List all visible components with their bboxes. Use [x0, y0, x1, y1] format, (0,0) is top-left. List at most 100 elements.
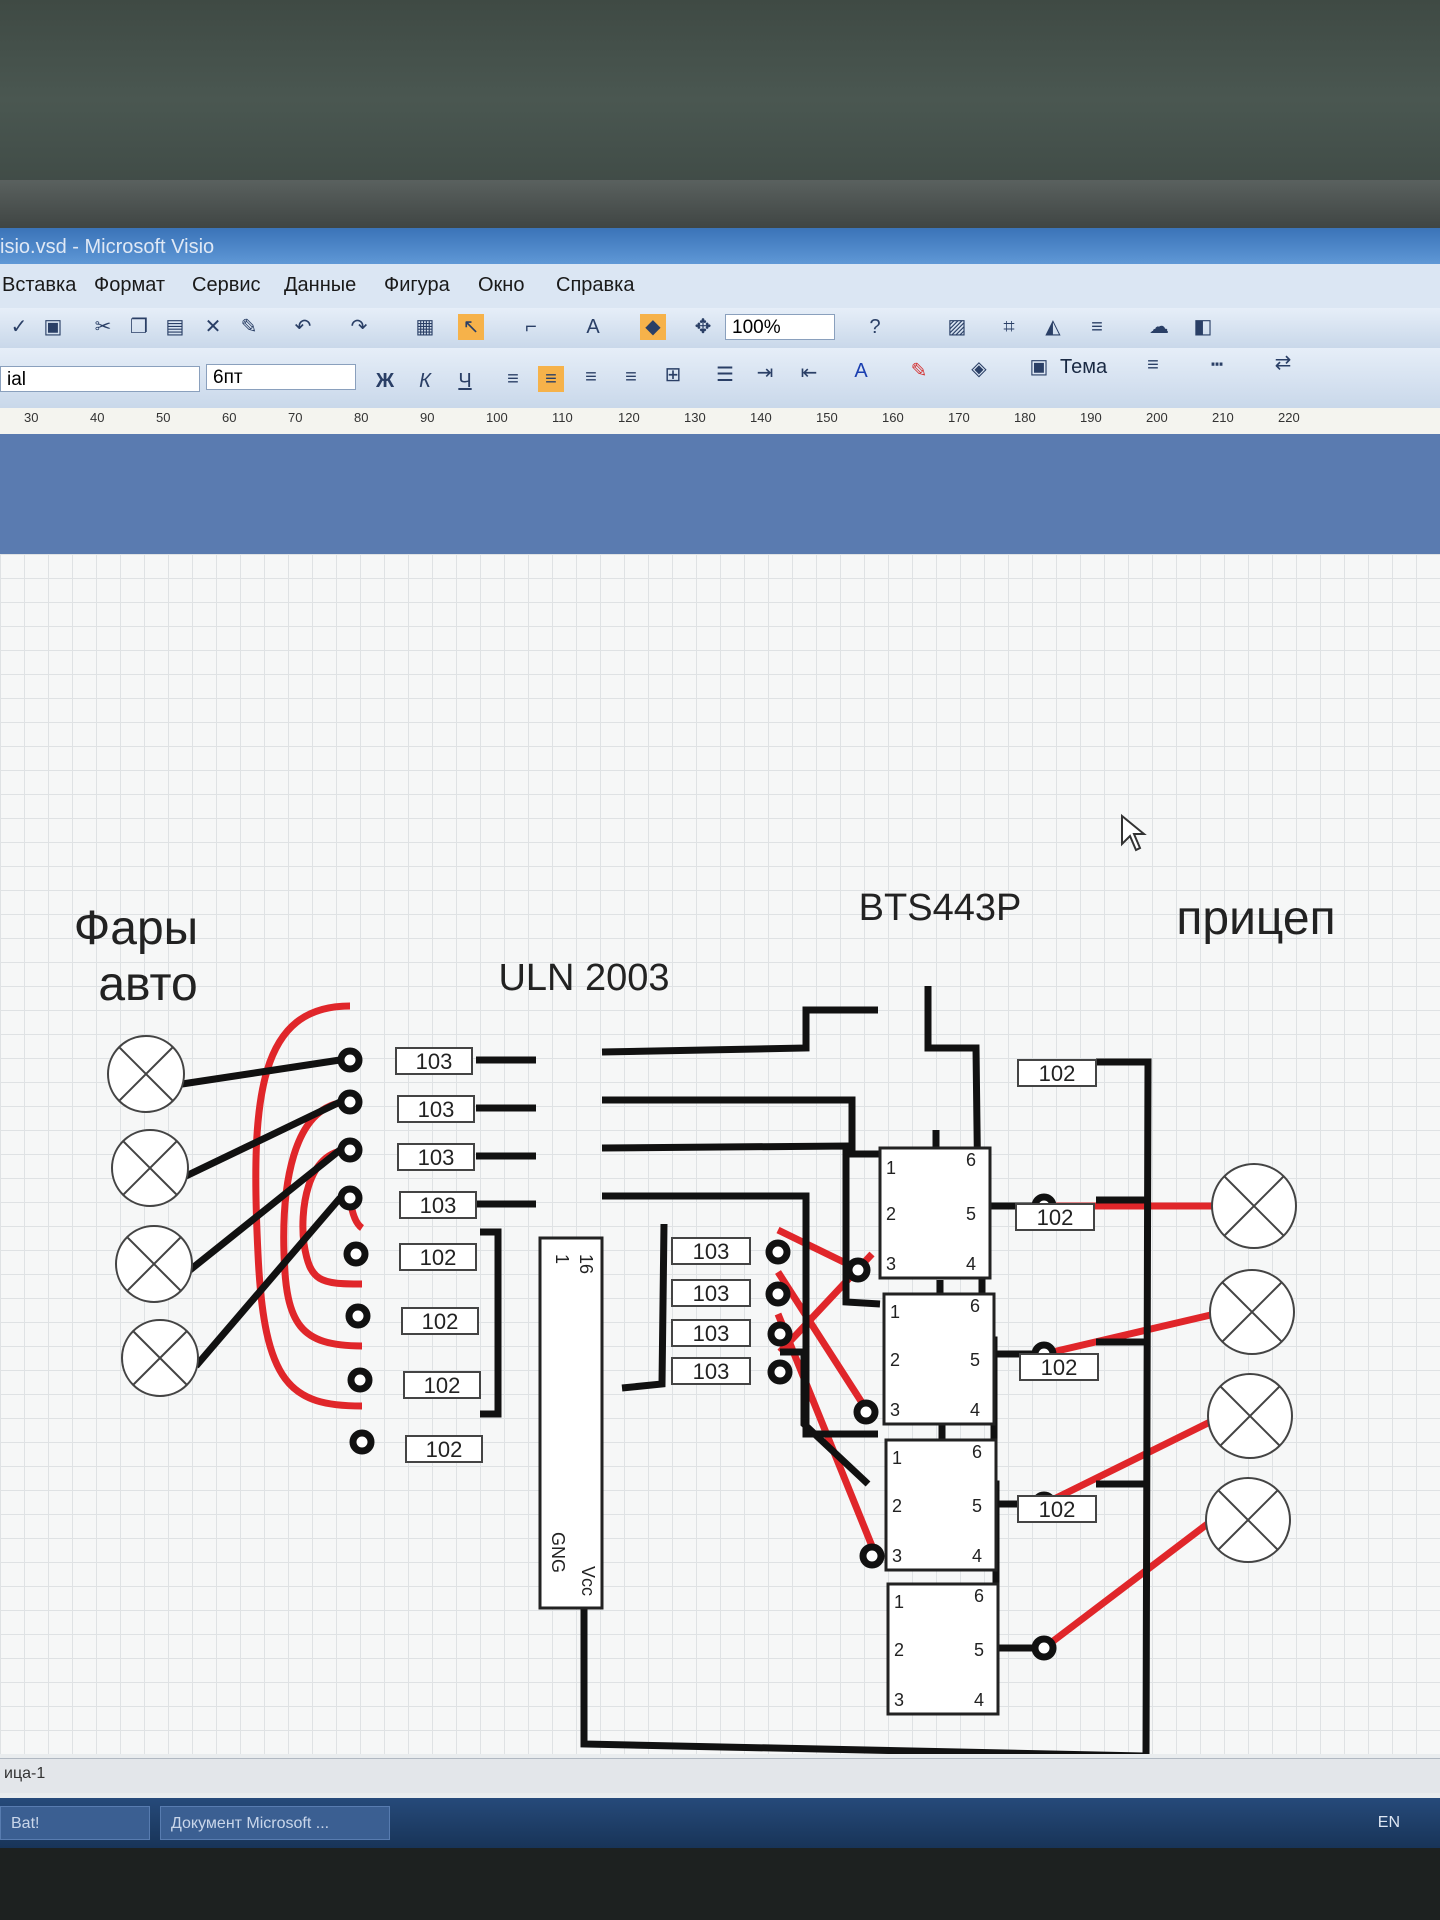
fill-tool-icon[interactable]: ◆ — [640, 314, 666, 340]
line-weight-icon[interactable]: ≡ — [1091, 316, 1103, 338]
pin-label: 16 — [576, 1254, 596, 1274]
theme-button[interactable]: Тема — [1060, 356, 1108, 378]
taskbar-item-document[interactable]: Документ Microsoft ... — [160, 1806, 390, 1840]
visio-window: isio.vsd - Microsoft Visio Вставка Форма… — [0, 228, 1440, 1848]
pin-label: 3 — [890, 1400, 900, 1420]
ruler-label: 190 — [1080, 410, 1102, 425]
help-icon[interactable]: ? — [869, 316, 881, 338]
undo-icon[interactable]: ↶ — [294, 316, 312, 338]
pan-zoom-icon[interactable]: ✥ — [694, 316, 712, 338]
menu-format[interactable]: Формат — [94, 274, 166, 296]
pin-label: 2 — [892, 1496, 902, 1516]
italic-button[interactable]: К — [419, 370, 431, 392]
taskbar-item-bat[interactable]: Bat! — [0, 1806, 150, 1840]
node — [845, 1257, 871, 1283]
pointer-tool-icon[interactable]: ↖ — [458, 314, 484, 340]
font-color-icon[interactable]: A — [854, 360, 868, 382]
pin-label: 3 — [892, 1546, 902, 1566]
shadow-icon[interactable]: ☁ — [1149, 316, 1169, 338]
ruler-label: 150 — [816, 410, 838, 425]
crop-icon[interactable]: ⌗ — [1003, 316, 1015, 338]
zoom-select[interactable]: 100% — [725, 314, 835, 340]
red-wire — [775, 1270, 871, 1414]
ruler-label: 170 — [948, 410, 970, 425]
menu-insert[interactable]: Вставка — [2, 274, 77, 296]
delete-icon[interactable]: ✕ — [204, 316, 222, 338]
rotate-icon[interactable]: ◭ — [1045, 316, 1061, 338]
window-title: isio.vsd - Microsoft Visio — [0, 236, 215, 258]
uln-vcc-label: Vcc — [578, 1566, 598, 1596]
ruler-label: 200 — [1146, 410, 1168, 425]
node — [349, 1429, 375, 1455]
redo-icon[interactable]: ↷ — [350, 316, 368, 338]
bullets-icon[interactable]: ☰ — [716, 364, 734, 386]
theme-icon[interactable]: ▣ — [1029, 356, 1049, 378]
text-tool-icon[interactable]: A — [586, 316, 600, 338]
indent-icon[interactable]: ⇥ — [756, 362, 774, 384]
format-painter-icon[interactable]: ✎ — [240, 316, 258, 338]
resistor — [671, 1237, 751, 1265]
cut-icon[interactable]: ✂ — [94, 316, 112, 338]
resistor — [395, 1047, 473, 1075]
align-left-icon[interactable]: ≡ — [507, 368, 519, 390]
connector-tool-icon[interactable]: ⌐ — [525, 316, 537, 338]
line-ends-icon[interactable]: ⇄ — [1274, 352, 1292, 374]
paste-icon[interactable]: ▤ — [165, 316, 185, 338]
wire — [621, 1223, 668, 1392]
bts443p-chip — [886, 1582, 1000, 1716]
line-color-icon[interactable]: ✎ — [910, 360, 928, 382]
insert-picture-icon[interactable]: ▨ — [947, 316, 967, 338]
font-name-select[interactable]: ial — [0, 366, 200, 392]
page-tab[interactable]: ица-1 — [4, 1765, 46, 1782]
taskbar: Bat! Документ Microsoft ... EN — [0, 1798, 1440, 1848]
justify-icon[interactable]: ≡ — [625, 366, 637, 388]
node — [767, 1359, 793, 1385]
menu-shape[interactable]: Фигура — [384, 274, 450, 296]
shapes-icon[interactable]: ▦ — [415, 316, 435, 338]
lamp-cross — [1221, 1281, 1283, 1343]
resistor — [1017, 1495, 1097, 1523]
node — [345, 1303, 371, 1329]
title-bar: isio.vsd - Microsoft Visio — [0, 228, 1440, 264]
resistor-label: 102 — [1039, 1497, 1076, 1522]
resistor — [671, 1319, 751, 1347]
vertical-align-icon[interactable]: ⊞ — [664, 364, 682, 386]
resistor-label: 103 — [420, 1193, 457, 1218]
research-icon[interactable]: ▣ — [43, 316, 63, 338]
underline-button[interactable]: Ч — [458, 370, 472, 392]
lamp-cross — [1219, 1385, 1281, 1447]
language-indicator[interactable]: EN — [1377, 1814, 1400, 1831]
line-pattern-icon[interactable]: ┅ — [1210, 354, 1224, 376]
ruler-label: 120 — [618, 410, 640, 425]
wire — [193, 1195, 343, 1369]
lamp-cross — [132, 1330, 188, 1386]
wire — [780, 1348, 871, 1487]
node — [765, 1281, 791, 1307]
pin-label: 2 — [894, 1640, 904, 1660]
line-weight-icon-2[interactable]: ≡ — [1147, 354, 1159, 376]
align-right-icon[interactable]: ≡ — [585, 366, 597, 388]
red-wire — [1043, 1310, 1216, 1358]
spellcheck-icon[interactable]: ✓ — [10, 316, 28, 338]
resistor — [405, 1435, 483, 1463]
menu-window[interactable]: Окно — [478, 274, 525, 296]
node — [767, 1321, 793, 1347]
pin-label: 6 — [974, 1586, 984, 1606]
workspace-background — [0, 434, 1440, 554]
ruler-label: 130 — [684, 410, 706, 425]
outdent-icon[interactable]: ⇤ — [800, 362, 818, 384]
menu-help[interactable]: Справка — [556, 274, 635, 296]
resistor-label: 103 — [693, 1239, 730, 1264]
menu-data[interactable]: Данные — [284, 274, 357, 296]
bold-button[interactable]: Ж — [375, 370, 395, 392]
copy-icon[interactable]: ❐ — [130, 316, 148, 338]
menu-tools[interactable]: Сервис — [192, 274, 261, 296]
horizontal-ruler: 30 40 50 60 70 80 90 100 110 120 130 140… — [0, 408, 1440, 435]
layer-icon[interactable]: ◧ — [1193, 316, 1213, 338]
font-size-select[interactable]: 6пт — [206, 364, 356, 390]
fill-color-icon[interactable]: ◈ — [971, 358, 987, 380]
pin-label: 6 — [970, 1296, 980, 1316]
align-center-icon[interactable]: ≡ — [538, 366, 564, 392]
schematic: 103 103 103 103 102 102 102 102 103 103 … — [74, 813, 1336, 1760]
ruler-label: 30 — [24, 410, 39, 425]
